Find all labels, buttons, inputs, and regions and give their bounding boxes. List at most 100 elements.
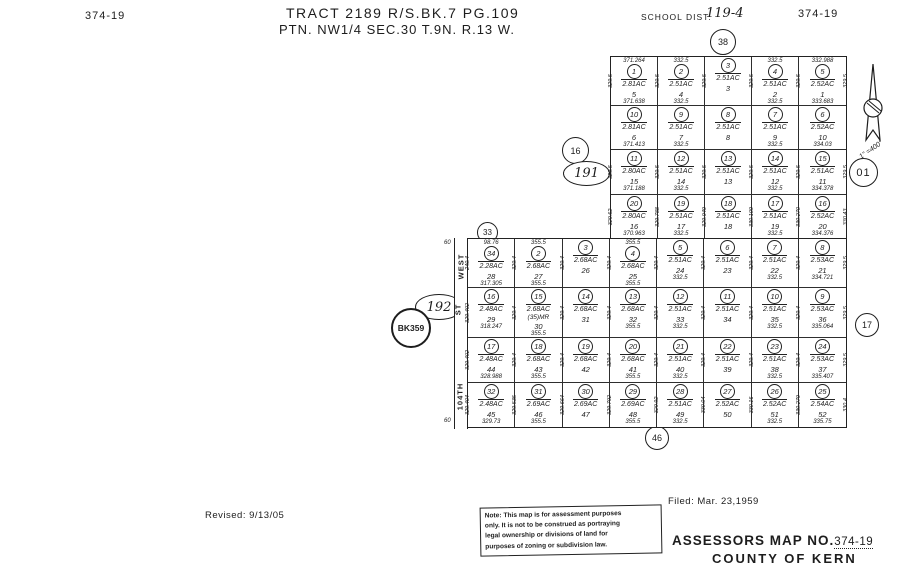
top-dimension: 355.5: [625, 240, 641, 246]
apn-circle: 9: [814, 289, 830, 304]
lot-number: 35: [770, 315, 779, 324]
side-dimension: 329.4: [701, 256, 708, 270]
bottom-dimension: 332.5: [767, 374, 783, 380]
filed-date: Filed: Mar. 23,1959: [668, 496, 759, 507]
apn-circle: 32: [483, 383, 499, 399]
side-dimension: 240.4: [465, 256, 471, 270]
bk359-text: BK359: [397, 323, 425, 333]
side-dimension: 329.4: [654, 305, 660, 320]
bottom-dimension: 335.064: [811, 324, 834, 330]
bottom-dimension: 371.188: [623, 186, 645, 193]
lot-number: 47: [581, 409, 590, 419]
side-dimension: 329.4: [795, 256, 802, 270]
side-dimension: 329.792: [606, 394, 613, 415]
acreage: 2.51AC: [667, 398, 693, 408]
acreage: 2.51AC: [809, 166, 836, 176]
side-dimension: 329.788: [655, 206, 661, 227]
apn-circle: 2: [530, 246, 546, 261]
bottom-dimension: 370.963: [623, 230, 645, 237]
bottom-dimension: 334.378: [811, 186, 834, 193]
adjacent-page-circle-46: 46: [645, 426, 669, 450]
acreage: 2.51AC: [667, 304, 693, 313]
note-line2: only. It is not to be construed as portr…: [484, 520, 621, 530]
adjacent-page-circle-16: 16: [562, 137, 589, 164]
side-dimension-right: 329.5: [843, 352, 849, 367]
apn-circle: 9: [673, 107, 689, 122]
acreage: 2.51AC: [667, 255, 693, 264]
street-name-west: WEST: [456, 253, 466, 280]
lot-number: 39: [723, 365, 732, 374]
side-dimension: 329.404: [465, 394, 471, 415]
side-dimension: 330.279: [795, 394, 802, 415]
ref-38-text: 38: [717, 37, 728, 47]
bottom-dimension: 355.5: [530, 281, 546, 287]
acreage: 2.68AC: [620, 304, 646, 313]
lot-number: 40: [675, 365, 685, 374]
lot-number: 16: [629, 221, 639, 231]
bottom-dimension: 334.03: [813, 142, 832, 148]
lot-number: 30: [534, 322, 543, 331]
bottom-dimension: 355.5: [625, 281, 641, 287]
apn-circle: 30: [578, 383, 594, 399]
acreage: 2.81AC: [621, 122, 647, 131]
map-no-value: 374-19: [834, 536, 874, 549]
map-ref-ellipse-191: 191: [563, 161, 610, 186]
bottom-dimension: 332.5: [672, 275, 688, 281]
ref-33-text: 33: [483, 228, 492, 237]
parcel-note: (35)MR: [527, 314, 550, 321]
apn-circle: 14: [578, 289, 594, 304]
lot-number: 45: [486, 409, 496, 419]
apn-circle: 19: [673, 195, 689, 211]
side-dimension: 329.4: [701, 352, 708, 367]
school-district-label: SCHOOL DIST.: [641, 12, 712, 22]
acreage: 2.54AC: [809, 398, 836, 408]
book-ref-circle-bk359: BK359: [391, 308, 431, 348]
acreage: 2.52AC: [809, 210, 836, 220]
side-dimension: 329.5: [655, 165, 661, 179]
side-dimension: 329.4: [512, 305, 519, 320]
side-dimension: 329.4: [512, 256, 519, 270]
apn-circle: 7: [767, 240, 783, 255]
acreage: 2.51AC: [715, 166, 741, 176]
acreage: 2.51AC: [714, 354, 741, 363]
bottom-dimension: 332.5: [673, 99, 689, 105]
bottom-dimension: 332.5: [672, 374, 688, 380]
lot-number: 2: [772, 90, 778, 99]
top-dimension: 98.76: [483, 240, 499, 246]
side-dimension: 329.92: [654, 396, 660, 414]
acreage: 2.51AC: [715, 73, 741, 82]
lot-number: 21: [818, 266, 827, 275]
lot-number: 36: [818, 315, 827, 324]
lot-number: 8: [725, 133, 731, 142]
lot-number: 38: [770, 365, 779, 374]
side-dimension: 329.4: [654, 352, 660, 367]
acreage: 2.53AC: [809, 354, 836, 363]
acreage: 2.51AC: [762, 210, 788, 220]
side-dimension: 329.5: [608, 165, 614, 179]
side-dimension-right: 329.5: [843, 256, 849, 270]
apn-circle: 4: [767, 64, 783, 79]
side-dimension: 329.4: [559, 305, 566, 320]
side-dimension-right: 330.4: [843, 397, 849, 412]
lot-number: 52: [818, 409, 827, 419]
side-dimension: 329.4: [512, 352, 519, 367]
adjacent-page-circle-38: 38: [710, 29, 736, 55]
lot-number: 26: [581, 266, 590, 275]
bottom-dimension: 335.75: [813, 418, 832, 425]
lot-number: 50: [723, 409, 732, 419]
acreage: 2.51AC: [714, 255, 741, 264]
bottom-dimension: 317.305: [480, 281, 502, 287]
